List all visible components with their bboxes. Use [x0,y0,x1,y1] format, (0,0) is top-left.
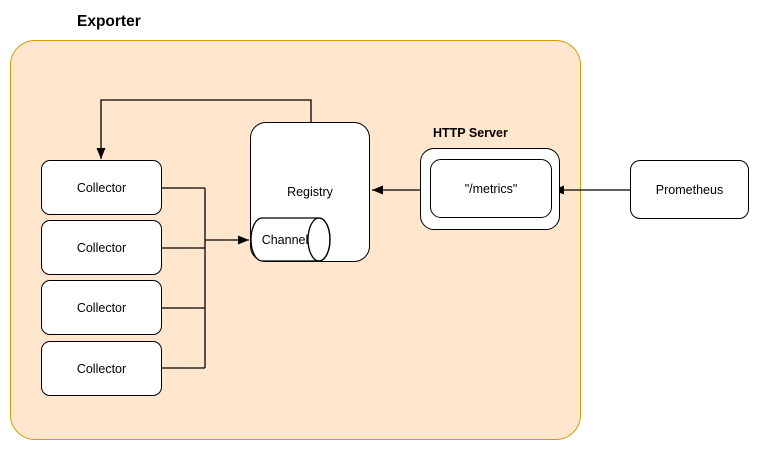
metrics-endpoint-box: "/metrics" [430,159,552,218]
http-server-title: HTTP Server [433,126,508,140]
prometheus-label: Prometheus [655,182,724,197]
channel-label: Channel [261,232,309,247]
collector-node: Collector [41,341,162,396]
collector-node: Collector [41,160,162,215]
metrics-endpoint-label: "/metrics" [464,181,518,196]
collector-label: Collector [76,300,127,315]
collector-node: Collector [41,280,162,335]
exporter-group-title: Exporter [77,13,141,30]
collector-label: Collector [76,180,127,195]
collector-label: Collector [76,361,127,376]
registry-label: Registry [287,185,333,199]
prometheus-node: Prometheus [630,160,749,219]
collector-label: Collector [76,240,127,255]
collector-node: Collector [41,220,162,275]
